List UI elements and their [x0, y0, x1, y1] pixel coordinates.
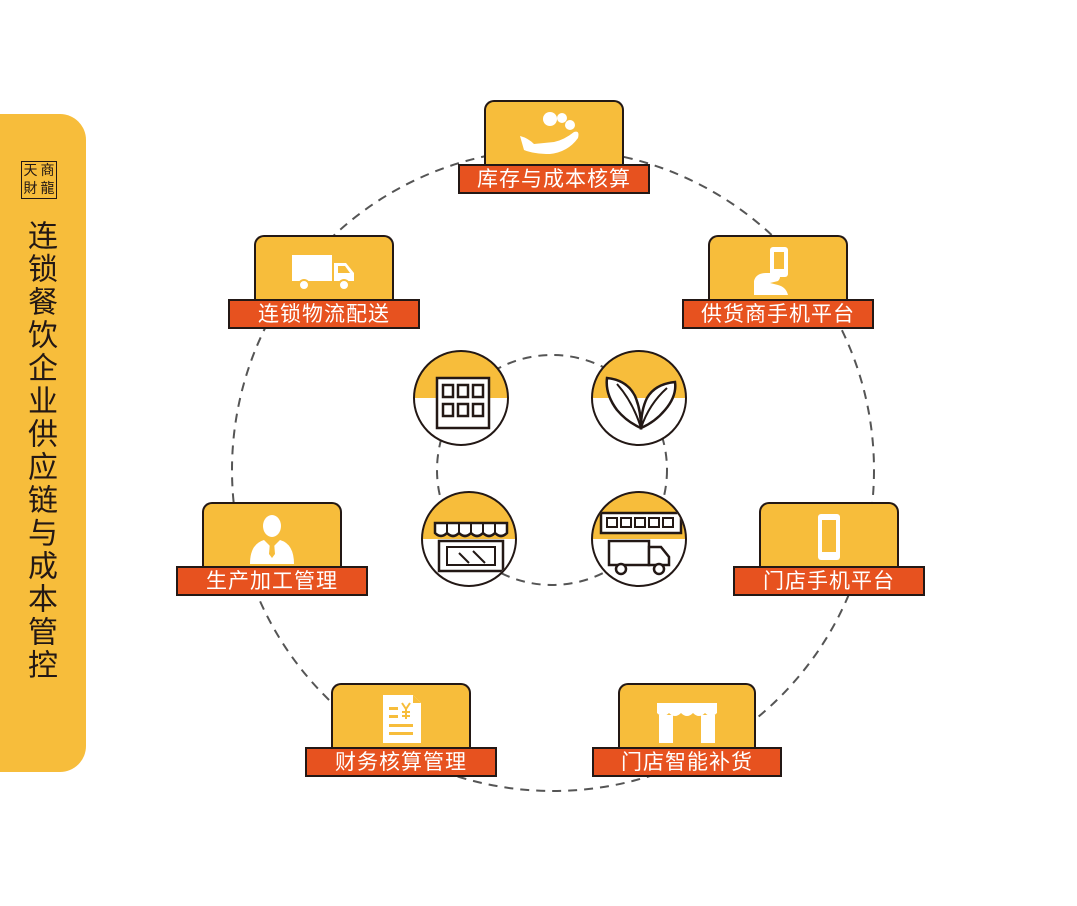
brand-logo: 天 商 財 龍 [21, 161, 57, 199]
hand-coins-icon [520, 112, 579, 154]
sidebar-banner [0, 114, 86, 772]
page-title: 连锁餐饮企业供应链与成本管控 [22, 220, 57, 682]
node-label: 连锁物流配送 [228, 299, 420, 329]
logo-char: 財 [23, 181, 38, 197]
node-inventory-cost[interactable]: 库存与成本核算 [458, 100, 650, 196]
shop-awning-icon [433, 521, 509, 573]
center-logistics [591, 491, 687, 587]
node-store-mobile[interactable]: 门店手机平台 [733, 502, 925, 598]
center-leaf [591, 350, 687, 446]
node-store-replenish[interactable]: 门店智能补货 [592, 683, 782, 779]
logo-char: 龍 [40, 181, 55, 197]
mobile-phone-icon [818, 514, 840, 560]
node-chain-logistics[interactable]: 连锁物流配送 [228, 235, 420, 331]
inner-ring [436, 354, 668, 586]
node-label: 库存与成本核算 [458, 164, 650, 194]
node-label: 门店智能补货 [592, 747, 782, 777]
node-label: 供货商手机平台 [682, 299, 874, 329]
storefront-icon [657, 703, 717, 743]
logistics-truck-icon [599, 511, 683, 576]
node-label: 生产加工管理 [176, 566, 368, 596]
delivery-truck-icon [292, 255, 354, 291]
hand-phone-icon [754, 247, 788, 295]
node-production[interactable]: 生产加工管理 [176, 502, 368, 598]
building-icon [435, 376, 491, 430]
center-shop [421, 491, 517, 587]
node-supplier-mobile[interactable]: 供货商手机平台 [682, 235, 874, 331]
logo-char: 商 [40, 163, 55, 179]
invoice-yuan-icon [383, 695, 421, 743]
worker-icon [250, 515, 294, 564]
leaf-icon [605, 376, 677, 430]
node-label: 财务核算管理 [305, 747, 497, 777]
node-label: 门店手机平台 [733, 566, 925, 596]
center-building [413, 350, 509, 446]
node-finance-accounting[interactable]: 财务核算管理 [305, 683, 497, 779]
logo-char: 天 [23, 163, 38, 179]
